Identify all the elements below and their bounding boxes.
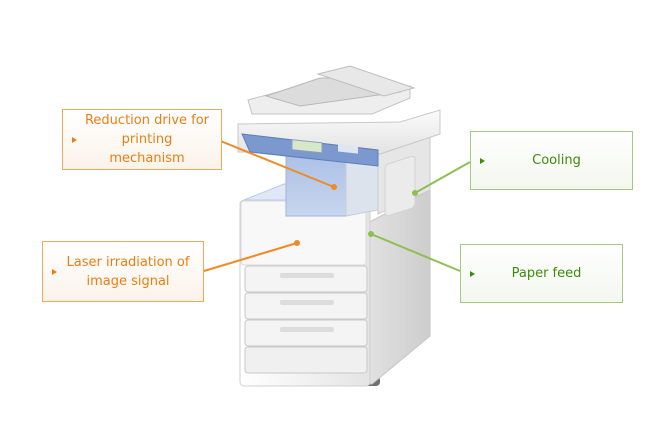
connector-reduction [217,139,335,188]
connector-laser [203,242,298,272]
callout-reduction-drive: Reduction drive for printing mechanism [62,109,222,170]
connector-dot-cooling [412,190,418,196]
control-panel-display [291,139,323,154]
connector-dot-laser [294,240,300,246]
callout-cooling: Cooling [470,131,633,190]
pointer-icon [480,157,485,164]
paper-tray-1 [244,265,368,293]
cooling-vent [384,155,416,217]
connector-cooling [414,161,471,194]
callout-laser-irradiation: Laser irradiation of image signal [42,241,204,302]
paper-tray-4 [244,346,368,374]
connector-paper-feed [370,233,461,272]
pointer-icon [52,268,57,275]
document-feeder-cover [316,65,416,97]
pointer-icon [470,270,475,277]
copier-side-panel [365,189,431,385]
paper-tray-2-handle [280,300,334,305]
callout-reduction-drive-label: Reduction drive for printing mechanism [84,113,210,166]
connector-dot-paper-feed [368,231,374,237]
connector-lines [203,139,471,272]
control-panel-keypad [338,143,358,154]
callout-cooling-label: Cooling [532,153,581,168]
callout-paper-feed-label: Paper feed [511,266,582,281]
paper-tray-3-handle [280,327,334,332]
callout-laser-irradiation-label: Laser irradiation of image signal [66,254,190,289]
pointer-icon [72,136,77,143]
paper-tray-3 [244,319,368,347]
callout-paper-feed: Paper feed [460,244,623,303]
connector-dot-reduction [331,184,337,190]
paper-tray-2 [244,292,368,320]
copier-illustration [237,65,441,387]
paper-tray-1-handle [280,273,334,278]
